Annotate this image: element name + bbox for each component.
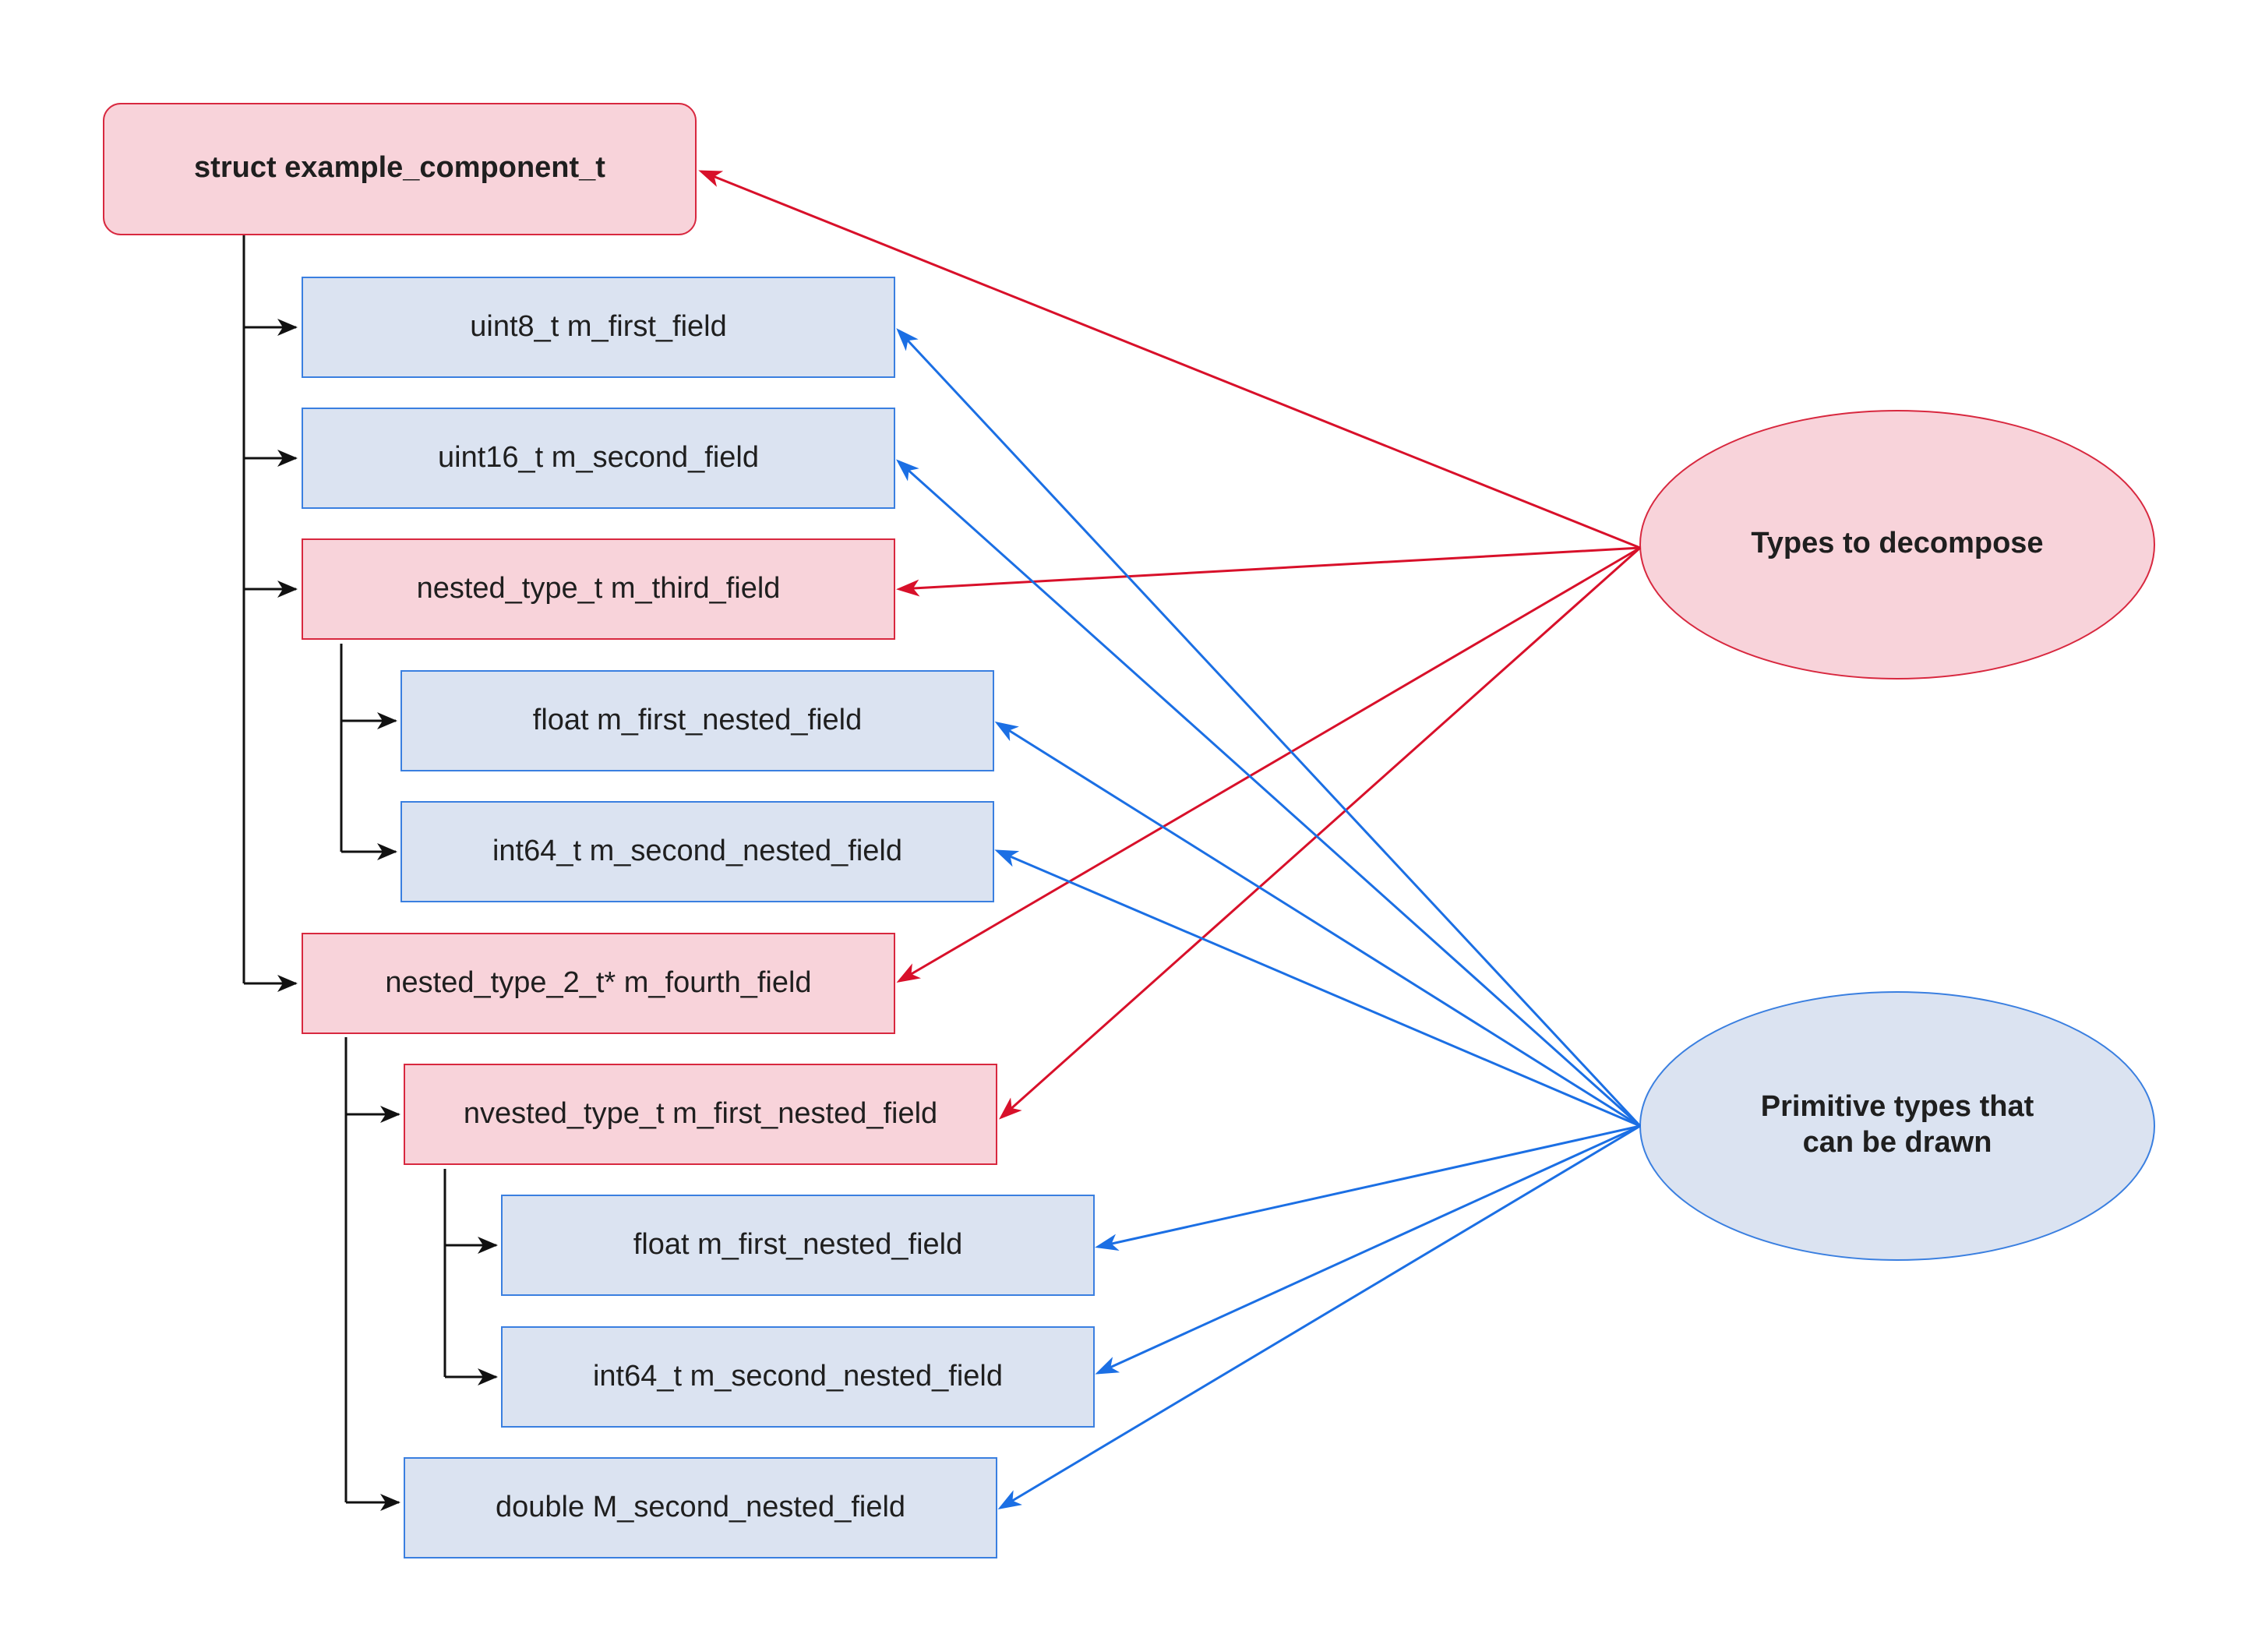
blue-arrow-to-first-field (896, 328, 1642, 1128)
node-third-second-nested[interactable]: int64_t m_second_nested_field (400, 801, 994, 902)
node-third-second-nested-label: int64_t m_second_nested_field (492, 835, 902, 867)
node-fourth-second-nested-label: double M_second_nested_field (496, 1491, 905, 1523)
node-root-label: struct example_component_t (194, 151, 605, 184)
blue-arrow-to-third-second-nested (994, 849, 1641, 1128)
node-third-first-nested[interactable]: float m_first_nested_field (400, 670, 994, 771)
red-arrow-to-fourth-first-nested (999, 546, 1641, 1120)
legend-decompose-label: Types to decompose (1751, 527, 2043, 559)
blue-arrow-to-third-first-nested (994, 721, 1641, 1128)
node-deep-first-nested-label: float m_first_nested_field (633, 1228, 962, 1261)
legend-primitive[interactable]: Primitive types that can be drawn (1639, 991, 2155, 1261)
node-root[interactable]: struct example_component_t (103, 103, 697, 235)
node-fourth-first-nested-label: nvested_type_t m_first_nested_field (464, 1097, 937, 1130)
red-arrow-to-fourth-field (896, 546, 1641, 983)
blue-arrow-to-second-field (896, 459, 1642, 1128)
node-deep-first-nested[interactable]: float m_first_nested_field (501, 1195, 1095, 1296)
legend-decompose[interactable]: Types to decompose (1639, 410, 2155, 680)
node-deep-second-nested-label: int64_t m_second_nested_field (593, 1360, 1003, 1393)
node-fourth-second-nested[interactable]: double M_second_nested_field (404, 1457, 997, 1558)
node-third-field[interactable]: nested_type_t m_third_field (302, 538, 895, 640)
decompose-arrows (698, 170, 1641, 1120)
node-second-field[interactable]: uint16_t m_second_field (302, 408, 895, 509)
node-third-field-label: nested_type_t m_third_field (417, 572, 781, 605)
node-third-first-nested-label: float m_first_nested_field (533, 704, 862, 736)
node-fourth-field[interactable]: nested_type_2_t* m_fourth_field (302, 933, 895, 1034)
node-second-field-label: uint16_t m_second_field (438, 441, 759, 474)
blue-arrow-to-deep-first-nested (1095, 1124, 1641, 1251)
blue-arrow-to-deep-second-nested (1095, 1124, 1641, 1375)
node-deep-second-nested[interactable]: int64_t m_second_nested_field (501, 1326, 1095, 1428)
legend-primitive-label-line-1: Primitive types that (1761, 1090, 2034, 1123)
red-arrow-to-third-field (896, 546, 1641, 597)
legend-primitive-label-line-2: can be drawn (1803, 1126, 1992, 1159)
node-fourth-field-label: nested_type_2_t* m_fourth_field (385, 966, 811, 999)
node-fourth-first-nested[interactable]: nvested_type_t m_first_nested_field (404, 1064, 997, 1165)
red-arrow-to-root (698, 170, 1641, 549)
node-first-field-label: uint8_t m_first_field (470, 310, 727, 343)
node-first-field[interactable]: uint8_t m_first_field (302, 277, 895, 378)
blue-arrow-to-fourth-second-nested (997, 1124, 1641, 1510)
primitive-arrows (896, 328, 1642, 1510)
tree-connectors (242, 235, 498, 1511)
